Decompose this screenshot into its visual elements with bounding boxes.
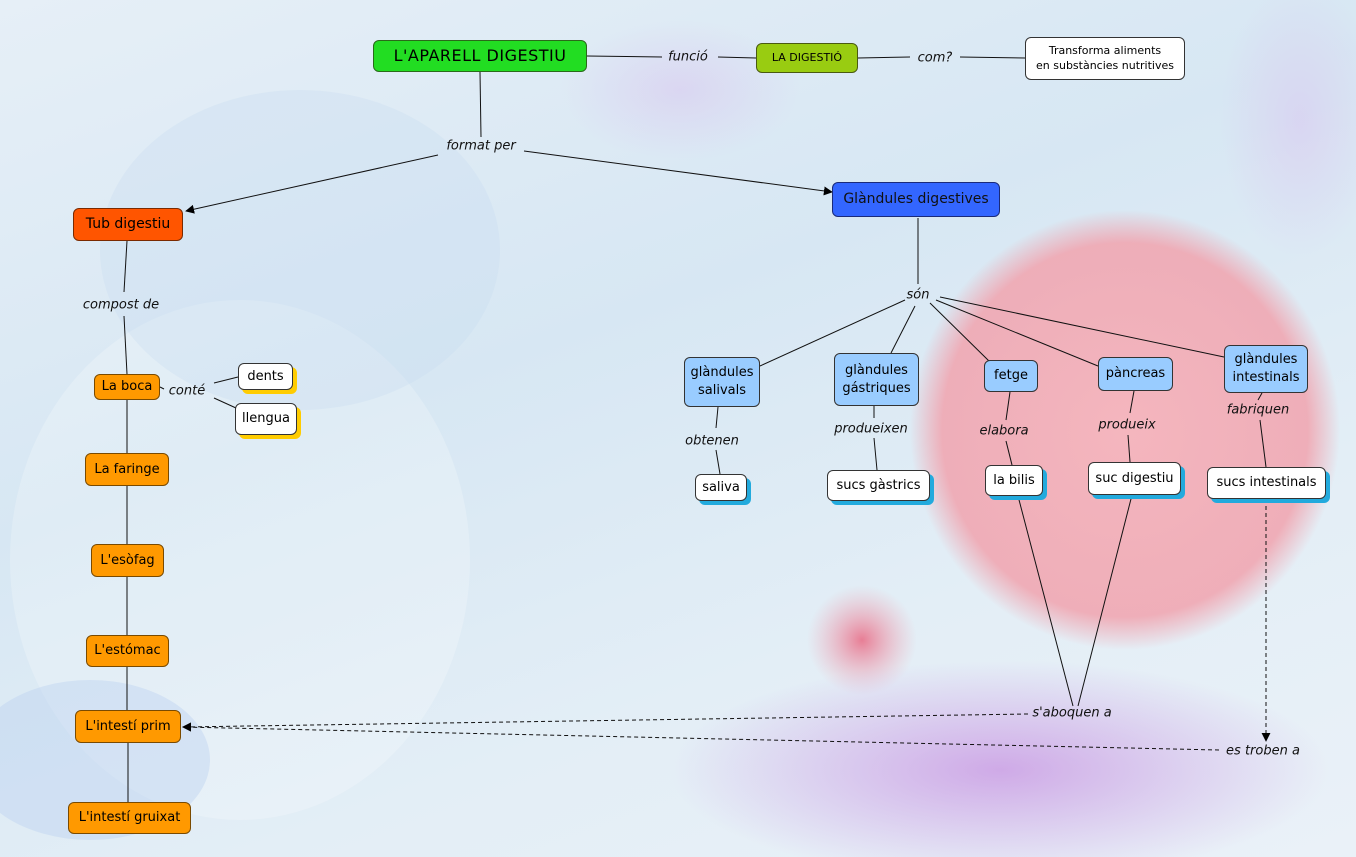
node-intesti-gruixat[interactable]: L'intestí gruixat [68,802,191,834]
node-la-digestio[interactable]: LA DIGESTIÓ [756,43,858,73]
node-suc-digestiu[interactable]: suc digestiu [1088,462,1181,495]
node-llengua[interactable]: llengua [235,403,297,435]
link-format-per: format per [446,138,516,154]
node-transforma-line2: en substàncies nutritives [1036,58,1174,72]
link-obtenen: obtenen [685,433,739,449]
node-tub-digestiu[interactable]: Tub digestiu [73,208,183,241]
link-funcio: funció [668,49,708,65]
node-la-bilis[interactable]: la bilis [985,465,1043,496]
node-la-boca[interactable]: La boca [94,374,160,400]
link-es-troben-a: es troben a [1226,743,1300,759]
node-fetge[interactable]: fetge [984,360,1038,392]
link-conte: conté [168,383,206,399]
node-sucs-intestinals[interactable]: sucs intestinals [1207,467,1326,499]
node-glandules-digestives[interactable]: Glàndules digestives [832,182,1000,217]
node-intesti-prim[interactable]: L'intestí prim [75,710,181,743]
node-glandules-gastriques[interactable]: glàndules gástriques [834,353,919,406]
node-transforma-line1: Transforma aliments [1048,43,1162,57]
link-elabora: elabora [979,423,1029,439]
node-salivals-line2: salivals [697,383,746,398]
node-saliva[interactable]: saliva [695,474,747,501]
node-pancreas[interactable]: pàncreas [1098,357,1173,391]
node-intestinals-line1: glàndules [1234,352,1298,368]
link-fabriquen: fabriquen [1226,402,1290,418]
link-saboquen-a: s'aboquen a [1032,705,1112,721]
node-aparell-digestiu[interactable]: L'APARELL DIGESTIU [373,40,587,72]
node-esofag[interactable]: L'esòfag [91,544,164,577]
link-produeixen: produeixen [834,421,908,437]
link-produeix: produeix [1098,417,1156,433]
node-gastriques-line1: glàndules [845,362,908,378]
node-glandules-intestinals[interactable]: glàndules intestinals [1224,345,1308,393]
link-com: com? [917,50,953,66]
node-gastriques-line2: gástriques [842,380,911,396]
node-salivals-line1: glàndules [690,365,754,381]
node-estomac[interactable]: L'estómac [86,635,169,667]
link-compost-de: compost de [82,297,160,313]
node-la-faringe[interactable]: La faringe [85,453,169,486]
node-dents[interactable]: dents [238,363,293,390]
node-glandules-salivals[interactable]: glàndules salivals [684,357,760,407]
node-sucs-gastrics[interactable]: sucs gàstrics [827,470,930,501]
node-intestinals-line2: intestinals [1232,370,1300,385]
node-transforma[interactable]: Transforma aliments en substàncies nutri… [1025,37,1185,80]
link-son: són [906,287,930,303]
